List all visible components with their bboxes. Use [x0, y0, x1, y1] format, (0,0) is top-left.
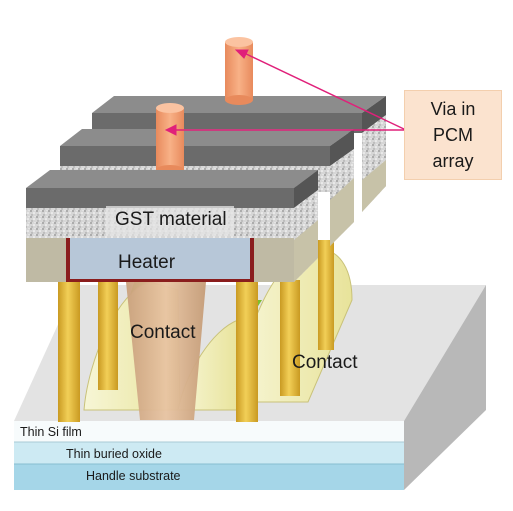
arrowhead-back	[234, 49, 249, 59]
contact-label-right: Contact	[292, 352, 358, 373]
via-callout-text: Via in PCM array	[430, 99, 476, 171]
contact-column	[58, 282, 80, 422]
thin-buried-oxide-label: Thin buried oxide	[66, 447, 162, 461]
beam-front-top	[26, 170, 318, 188]
thin-buried-oxide-layer	[14, 442, 404, 464]
contact-column	[236, 282, 258, 422]
beam-front	[26, 170, 318, 282]
via-front	[156, 103, 184, 175]
contact-columns-back	[280, 240, 334, 396]
handle-substrate-label: Handle substrate	[86, 469, 181, 483]
gst-label-panel	[106, 206, 234, 236]
callout-line-back	[241, 51, 407, 131]
heater-side-right	[254, 238, 294, 282]
callout-lines	[164, 49, 407, 136]
contact-column	[318, 240, 334, 350]
beam-front-cap	[26, 188, 294, 208]
heater-label: Heater	[118, 252, 176, 273]
contact-cone	[126, 282, 206, 420]
heater-side-left	[26, 238, 66, 282]
heater-block	[66, 238, 254, 282]
thin-si-film-layer	[14, 421, 404, 442]
handle-substrate-layer	[14, 464, 404, 490]
contact-column	[280, 280, 300, 396]
contact-label-left: Contact	[130, 322, 196, 343]
contact-columns-front	[58, 282, 258, 422]
via-back	[225, 37, 253, 105]
gst-material-label: GST material	[115, 209, 227, 230]
thin-si-film-label: Thin Si film	[20, 425, 82, 439]
arrowhead-front	[164, 124, 177, 136]
contact-column	[98, 282, 118, 390]
via-callout-box: Via in PCM array	[404, 90, 502, 180]
substrate-right-face	[404, 285, 486, 490]
